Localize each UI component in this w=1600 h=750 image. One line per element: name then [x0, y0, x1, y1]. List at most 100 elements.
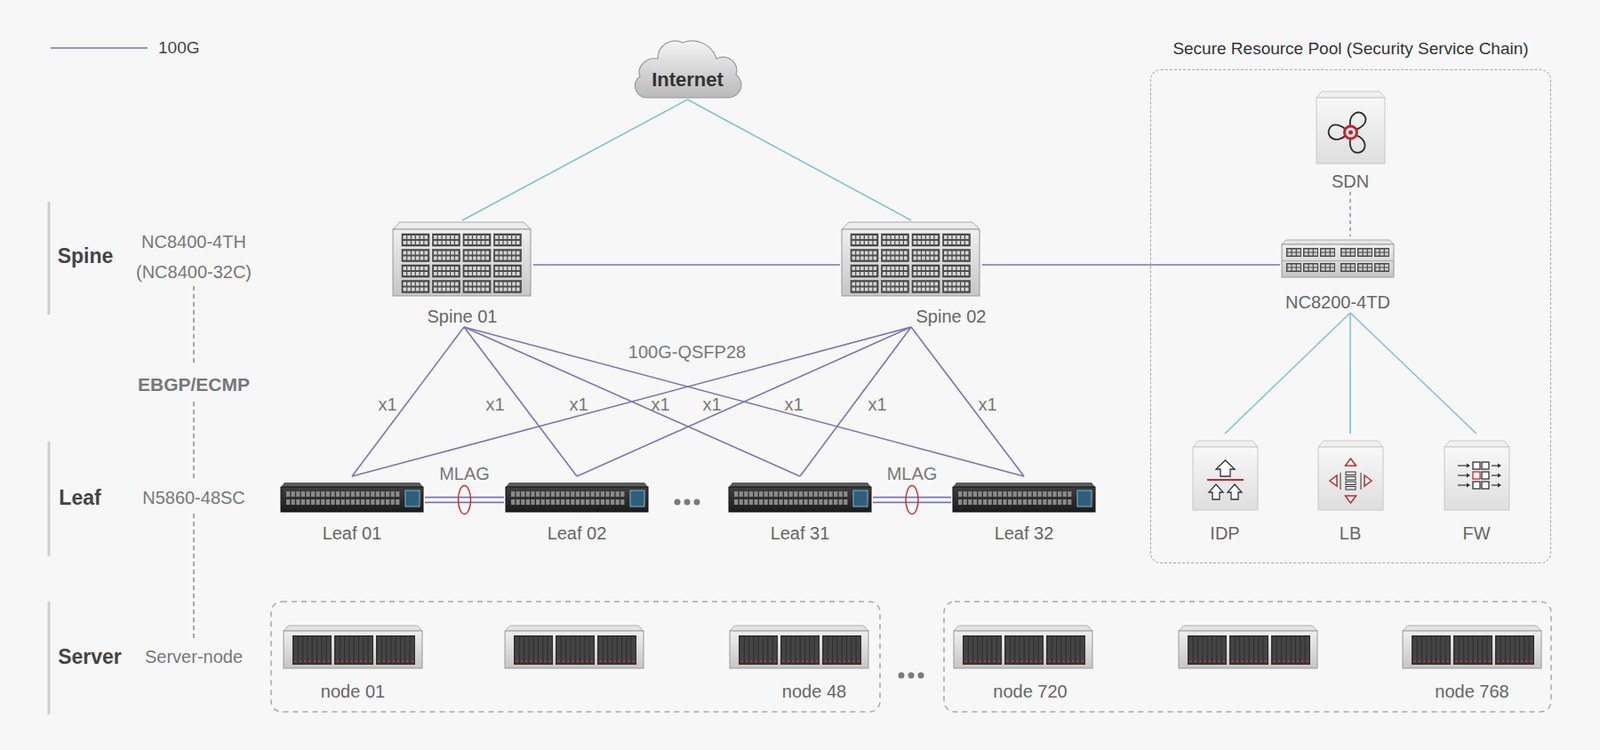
drive-bay [538, 637, 543, 664]
drive-led [1460, 660, 1463, 663]
port [824, 499, 828, 505]
ellipsis-dot [674, 499, 681, 506]
port [983, 499, 987, 505]
drive-led [1428, 660, 1431, 663]
drive-bay [1300, 637, 1304, 664]
drive-bay [987, 637, 992, 664]
port [921, 282, 926, 287]
drive-bay [317, 637, 321, 664]
network-link [576, 327, 912, 477]
port [1292, 268, 1296, 272]
port [778, 491, 783, 497]
drive-led [525, 660, 528, 663]
port [420, 266, 424, 271]
drive-bay [294, 637, 298, 664]
port [1002, 491, 1007, 497]
port [887, 272, 891, 276]
node-label: Internet [627, 69, 748, 91]
port [495, 256, 499, 261]
port [1008, 491, 1012, 497]
port [1288, 264, 1292, 268]
port [852, 272, 856, 276]
port [778, 499, 783, 505]
port [873, 282, 878, 287]
port [433, 251, 438, 256]
server-body [283, 631, 423, 669]
port [921, 266, 926, 271]
drive-led [1259, 660, 1262, 663]
port [407, 266, 411, 271]
port [455, 272, 459, 276]
server-node: node 768 [1402, 624, 1542, 703]
drive-led [1470, 660, 1472, 663]
drive-bay [753, 637, 758, 664]
fw-brick [1481, 481, 1489, 489]
port [1380, 264, 1384, 268]
port [1313, 264, 1318, 268]
port [499, 272, 504, 276]
idp-arrow [1216, 460, 1235, 477]
port [734, 499, 738, 505]
network-link [982, 264, 1280, 266]
port [330, 491, 335, 497]
drive-bay [837, 637, 841, 664]
port-block [1303, 263, 1319, 272]
drive-bay [1488, 637, 1492, 664]
port [468, 282, 472, 287]
port [1359, 249, 1363, 253]
drive-led [1016, 660, 1018, 663]
drive-bay [1202, 637, 1207, 664]
port-block [850, 233, 879, 247]
port [956, 251, 960, 256]
port [864, 240, 869, 245]
drive-led [632, 660, 635, 663]
port [852, 282, 856, 287]
idp-appliance: IDP [1186, 433, 1264, 544]
node-label: Secure Resource Pool (Security Service C… [1150, 35, 1552, 63]
drive-led [992, 660, 995, 663]
port [960, 272, 965, 276]
port [477, 251, 481, 256]
port-block [401, 264, 430, 278]
port [856, 266, 860, 271]
port [355, 499, 360, 505]
port [1023, 491, 1027, 497]
port [860, 235, 864, 240]
drive-bay [1482, 637, 1487, 664]
fw-arrow [1457, 474, 1468, 476]
port [824, 491, 828, 497]
port [1330, 249, 1335, 253]
drive-bay [1033, 637, 1038, 664]
port [926, 235, 930, 240]
server-body [504, 631, 644, 669]
drive-bay [842, 637, 847, 664]
spine-switch-icon [392, 222, 531, 296]
port [856, 272, 860, 276]
drive-led [1255, 660, 1257, 663]
drive-led [1474, 660, 1477, 663]
drive-bay [1015, 637, 1019, 664]
drive-cage [738, 635, 778, 665]
port [464, 235, 469, 240]
port [793, 499, 798, 505]
port [420, 282, 424, 287]
fw-arrow [1457, 484, 1468, 486]
server-top [283, 625, 423, 632]
port [366, 491, 370, 497]
port [499, 282, 504, 287]
port [852, 256, 856, 261]
port [983, 491, 987, 497]
port [468, 288, 472, 292]
drive-bay [968, 637, 973, 664]
drive-bay [997, 637, 1001, 664]
idp-arrow [1227, 484, 1242, 500]
port [486, 256, 490, 261]
port [852, 235, 856, 240]
port [828, 491, 832, 497]
ellipsis-dot [898, 672, 905, 680]
drive-bay [1080, 637, 1085, 664]
port-block [1374, 248, 1390, 257]
port [420, 240, 424, 245]
port [477, 288, 481, 292]
port-block [494, 233, 522, 247]
